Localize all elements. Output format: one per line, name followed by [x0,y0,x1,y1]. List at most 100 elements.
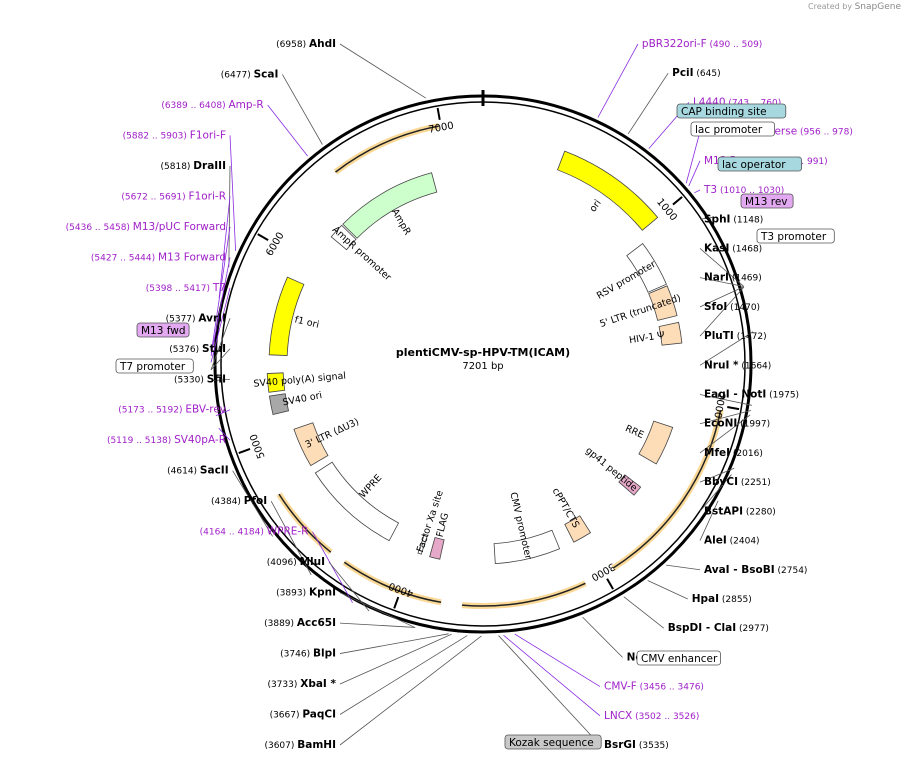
label-leader [699,286,744,308]
enzyme-label: NruI * (1664) [704,359,771,371]
enzyme-label: EagI - NotI (1975) [704,389,799,401]
enzyme-label: PluTI (1472) [704,330,767,342]
tick-mark [727,406,740,411]
label-leader [699,474,732,512]
label-leader [647,580,688,600]
label-leader [699,414,751,454]
enzyme-label: BstAPI (2280) [704,505,776,517]
feature-wpre [314,461,400,542]
label-leader [699,500,719,541]
label-leader [339,633,449,654]
enzyme-label: AvaI - BsoBI (2754) [704,564,807,576]
labels: pBR322ori-F (490 .. 509)PciI (645)L4440 … [66,38,853,751]
credit-prefix: Created by [808,2,853,11]
enzyme-label: (3667) PaqCI [270,709,336,721]
feature-arc [343,561,442,604]
tick-mark [606,578,614,590]
label-leader [229,135,237,251]
tick-label: 7000 [428,121,455,136]
label-leader [282,74,323,145]
primer-label: (5672 .. 5691) F1ori-R [121,190,226,202]
boxed-label: CMV enhancer [641,653,718,665]
enzyme-label: (4614) SacII [167,465,228,477]
enzyme-label: (3893) KpnI [276,587,336,599]
boxed-label-bg [636,650,721,666]
label-leader [210,257,231,356]
primer-label: T3 (1010 .. 1030) [703,184,784,196]
label-leader [215,409,231,416]
enzyme-label: (5377) AvrII [166,312,226,324]
tick-label: 6000 [264,231,286,259]
enzyme-label: MfeI (2016) [704,447,763,459]
label-leader [211,378,231,382]
boxed-label-bg [756,228,835,244]
label-leader [699,248,744,287]
enzyme-label: (3746) BlpI [280,648,336,660]
label-leader [210,348,231,371]
feature-ampr [342,172,438,239]
tick-label: 2000 [711,392,726,419]
tick-label: 3000 [589,560,617,582]
label-leaders [210,43,754,746]
enzyme-label: HpaI (2855) [692,593,752,605]
feature-arc [335,125,439,173]
credit-brand: SnapGene [854,2,901,12]
label-leader [210,287,231,363]
plasmid-length: 7201 bp [462,361,503,372]
feature-ampr-promoter [330,224,357,251]
feature-label: gp41 peptide [583,445,639,494]
feature-arc [461,582,586,607]
feature-ori [557,150,659,231]
feature-hiv-1- [658,321,683,346]
feature-label: cPPT/CTS [550,486,581,530]
label-leader [339,592,415,628]
enzyme-label: BbvCI (2251) [704,476,771,488]
enzyme-label: (3607) BamHI [264,739,336,751]
label-leader [685,131,701,184]
label-leader [232,470,273,537]
backbone [213,90,753,634]
feature-5-ltr-truncated- [648,285,678,321]
boxed-label-bg [136,322,190,338]
boxed-label: lac operator [722,159,786,171]
boxed-label: M13 rev [745,196,788,208]
boxed-label: lac promoter [695,124,763,136]
feature-label: RRE [623,423,645,441]
boxed-label-bg [676,103,787,119]
tick-mark [393,596,400,609]
feature-rre [638,420,674,465]
label-leader [503,634,601,717]
label-leader [210,318,231,370]
boxed-label-bg [717,156,802,172]
enzyme-label: EcoNI (1997) [704,418,770,430]
label-leader [312,531,353,603]
primer-label: (5427 .. 5444) M13 Forward [91,251,226,263]
label-leader [514,633,601,687]
label-leader [699,331,754,366]
primer-label: pBR322ori-F (490 .. 509) [642,38,762,50]
label-leader [270,500,312,576]
label-leader [694,189,701,194]
enzyme-label: NarI (1469) [704,272,762,284]
enzyme-label: PciI (645) [672,67,721,79]
primer-label: (5398 .. 5417) T7 [146,282,226,294]
primer-label: CMV-F (3456 .. 3476) [604,681,704,693]
boxed-label-bg [504,734,602,750]
tick-label: 5000 [248,432,267,460]
label-leader [699,286,745,337]
primer-label: (4164 .. 4184) WPRE-R [200,526,309,538]
label-leader [666,564,701,571]
label-leader [267,104,308,157]
enzyme-label: (6477) ScaI [221,68,279,80]
feature-label: AmpR [389,207,413,237]
feature-label: f1 ori [293,314,320,330]
label-leader [699,467,735,483]
feature-label: ori [588,198,604,214]
label-leader [623,596,665,629]
enzyme-label: SfoI (1470) [704,301,760,313]
label-leader [339,635,482,746]
tick-mark [672,196,683,206]
feature-arc [278,493,332,553]
label-leader [699,394,752,406]
label-leader [339,622,416,628]
